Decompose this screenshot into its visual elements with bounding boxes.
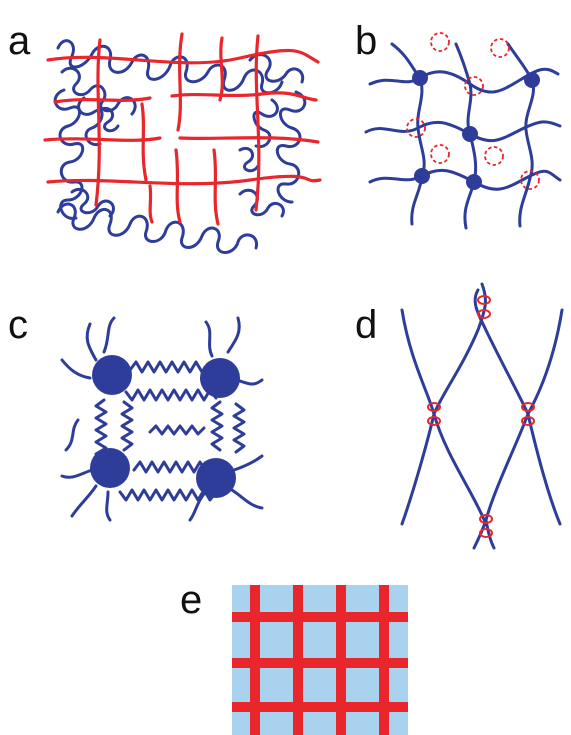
blue-coil-right <box>275 90 307 204</box>
panel-c-label: c <box>8 303 28 347</box>
panel-b-broken-crosslinks <box>406 32 540 190</box>
crosslink-node <box>462 126 478 142</box>
red-vertical-2b <box>148 184 154 224</box>
slide-ring <box>521 416 535 426</box>
nanoparticle <box>92 355 132 395</box>
fibre-horizontal <box>232 658 408 668</box>
dangling-end <box>70 484 98 518</box>
dangling-end <box>60 468 94 479</box>
fibre-horizontal <box>232 612 408 622</box>
red-horizontal-2b <box>170 91 318 102</box>
panel-e: e <box>180 578 408 735</box>
dangling-end <box>226 316 241 354</box>
panel-c-particles <box>90 355 240 498</box>
broken-crosslink <box>430 32 450 52</box>
broken-crosslink <box>520 170 540 190</box>
bridge-right-2 <box>232 402 246 454</box>
panel-d-label: d <box>355 303 377 347</box>
panel-e-label: e <box>180 578 202 622</box>
blue-coil-left <box>53 88 85 220</box>
blue-coil-bottom-2 <box>70 187 115 218</box>
red-vertical-3b <box>174 148 182 224</box>
slide-ring <box>479 528 493 538</box>
dangling-end <box>102 316 116 354</box>
crosslink-node <box>414 168 430 184</box>
red-vertical-1 <box>94 38 102 207</box>
crosslink-node <box>412 70 428 86</box>
blue-coil-top-3 <box>248 53 305 84</box>
nanoparticle <box>196 458 236 498</box>
slide-ring <box>477 309 491 319</box>
chain-col-3 <box>506 42 535 228</box>
crosslink-node <box>524 72 540 88</box>
bridge-bottom <box>132 460 214 474</box>
red-vertical-4 <box>218 36 224 102</box>
fibre-horizontal <box>232 702 408 712</box>
panel-d: d <box>355 282 564 550</box>
slide-ring <box>427 402 441 412</box>
broken-crosslink <box>406 118 426 138</box>
panel-d-blue-chains <box>400 282 564 550</box>
dangling-end <box>204 320 214 358</box>
slide-ring <box>521 402 535 412</box>
red-vertical-2 <box>140 102 148 182</box>
red-horizontal-3b <box>178 136 320 144</box>
panel-d-slide-rings <box>427 295 535 538</box>
panel-a-blue-coils <box>53 39 307 254</box>
panel-b-label: b <box>355 19 377 63</box>
panel-b: b <box>355 19 562 230</box>
panel-e-fibre-grid <box>232 585 408 735</box>
blue-coil-right-2 <box>252 98 279 149</box>
slide-ring <box>477 295 491 305</box>
dangling-end <box>60 358 92 380</box>
chain-diagonal <box>400 282 487 526</box>
bridge-top <box>128 360 210 374</box>
panel-a: a <box>8 19 322 254</box>
broken-crosslink <box>490 38 510 58</box>
dangling-end <box>85 322 98 362</box>
broken-crosslink <box>484 146 504 166</box>
red-horizontal-4 <box>46 174 322 186</box>
panel-a-label: a <box>8 19 31 63</box>
blue-coil-inner <box>98 107 120 133</box>
broken-crosslink <box>464 76 484 96</box>
panel-c-blue-chains <box>60 316 264 522</box>
broken-crosslink <box>430 144 450 164</box>
blue-coil-inner-2 <box>238 147 260 173</box>
dangling-end <box>232 454 264 472</box>
bridge-right <box>210 400 224 452</box>
chain-col-1 <box>390 42 426 226</box>
crosslink-node <box>466 174 482 190</box>
chain-diagonal <box>472 308 564 550</box>
panel-c: c <box>8 303 264 522</box>
bridge-bottom-2 <box>118 488 218 502</box>
chain-diagonal <box>473 288 562 526</box>
nanoparticle <box>200 358 240 398</box>
dangling-end <box>234 378 264 386</box>
dangling-end <box>188 492 206 522</box>
dangling-end <box>105 490 112 522</box>
bridge-top-2 <box>124 388 218 402</box>
dangling-end <box>230 488 264 510</box>
blue-coil-top <box>56 39 284 95</box>
nanoparticle <box>90 448 130 488</box>
red-vertical-4b <box>212 148 220 226</box>
dangling-end <box>64 418 80 452</box>
red-vertical-5 <box>254 34 261 212</box>
red-horizontal-3 <box>43 136 162 142</box>
blue-coil-bottom-3 <box>238 188 285 218</box>
red-vertical-3 <box>176 32 184 132</box>
bridge-mid <box>148 424 206 436</box>
blue-coil-bottom <box>56 202 259 254</box>
slide-ring <box>479 514 493 524</box>
panel-b-crosslink-nodes <box>412 70 540 190</box>
red-horizontal-2 <box>53 96 152 104</box>
panel-a-red-network <box>43 32 322 226</box>
slide-ring <box>427 416 441 426</box>
bridge-left-2 <box>120 400 134 452</box>
